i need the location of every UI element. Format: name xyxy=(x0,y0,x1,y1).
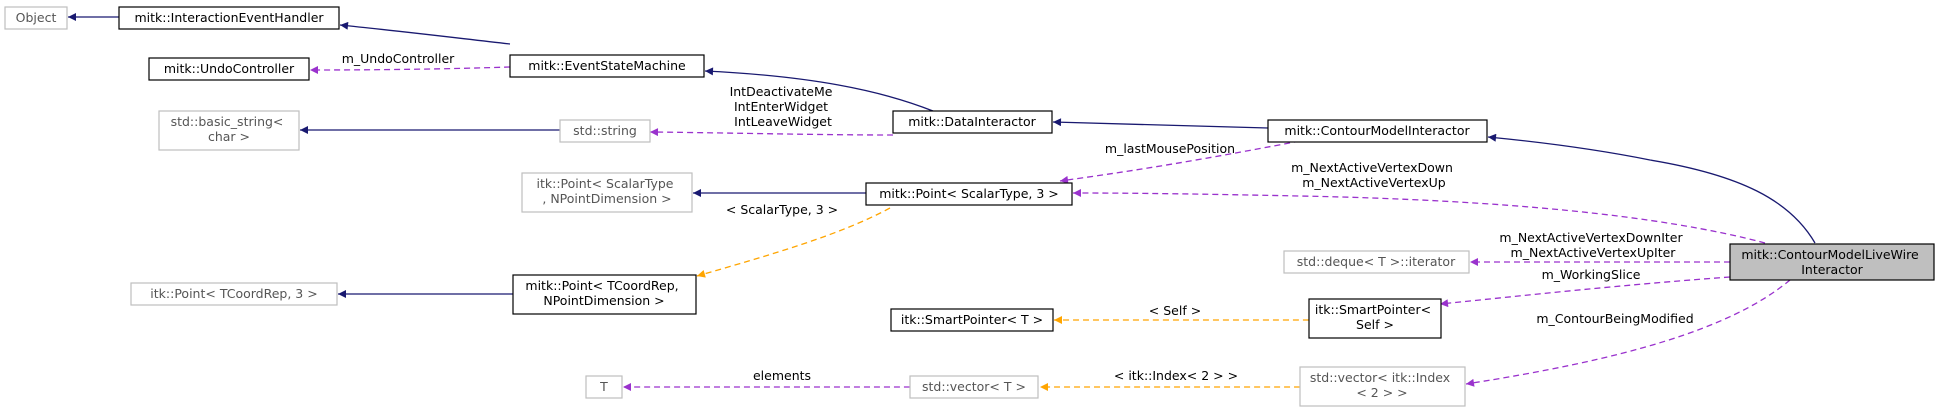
node-itk-smartpointer-t[interactable]: itk::SmartPointer< T > xyxy=(890,308,1054,332)
svg-text:itk::SmartPointer< Sel: itk::SmartPointer< Self > xyxy=(1315,302,1435,332)
edge-label-next-active-vertex-iter: m_NextActiveVertexDownIter m_NextActiveV… xyxy=(1499,230,1686,260)
node-basic-string[interactable]: std::basic_string< char > xyxy=(158,110,300,151)
svg-text:itk::Point< ScalarType: itk::Point< ScalarType , NPointDimension… xyxy=(537,176,678,206)
node-std-string[interactable]: std::string xyxy=(559,119,651,143)
svg-text:T: T xyxy=(599,379,608,394)
edge-label-last-mouse-position: m_lastMousePosition xyxy=(1105,141,1235,156)
node-deque-iterator[interactable]: std::deque< T >::iterator xyxy=(1283,250,1470,274)
node-t[interactable]: T xyxy=(585,375,623,399)
svg-text:itk::SmartPointer< T >: itk::SmartPointer< T > xyxy=(901,312,1043,327)
svg-text:mitk::Point< TCoordRep,: mitk::Point< TCoordRep, NPointDimension … xyxy=(525,278,682,308)
svg-text:std::string: std::string xyxy=(573,123,637,138)
node-itk-smartpointer-self[interactable]: itk::SmartPointer< Self > xyxy=(1308,298,1442,339)
node-interaction-event-handler[interactable]: mitk::InteractionEventHandler xyxy=(118,6,340,30)
node-object[interactable]: Object xyxy=(4,6,68,30)
edge-undocontroller-member xyxy=(309,65,511,74)
edge-interact-strings-member xyxy=(649,128,894,137)
edge-label-itk-index-2: < itk::Index< 2 > > xyxy=(1114,368,1238,383)
edge-label-elements: elements xyxy=(753,368,811,383)
nodes: Object mitk::InteractionEventHandler mit… xyxy=(4,6,1935,407)
svg-text:std::basic_string< cha: std::basic_string< char > xyxy=(171,114,288,144)
svg-text:mitk::InteractionEventHandler: mitk::InteractionEventHandler xyxy=(134,10,324,25)
edge-scalar-type-3-template xyxy=(696,207,891,278)
node-itk-point-scalar[interactable]: itk::Point< ScalarType , NPointDimension… xyxy=(521,172,693,213)
edge-datainteractor-to-eventstatemachine xyxy=(704,67,934,112)
edge-label-scalar-type-3: < ScalarType, 3 > xyxy=(726,202,838,217)
svg-text:std::vector< itk::Index: std::vector< itk::Index < 2 > > xyxy=(1310,370,1454,400)
edge-labels: m_UndoController IntDeactivateMe IntEnte… xyxy=(342,51,1694,383)
edge-label-interact-strings: IntDeactivateMe IntEnterWidget IntLeaveW… xyxy=(730,84,837,129)
edge-contourmodelinteractor-to-datainteractor xyxy=(1052,118,1269,129)
svg-text:mitk::Point< ScalarType, 3 >: mitk::Point< ScalarType, 3 > xyxy=(879,186,1059,201)
svg-text:mitk::UndoController: mitk::UndoController xyxy=(164,61,295,76)
node-std-vector-t[interactable]: std::vector< T > xyxy=(909,375,1039,399)
edge-next-active-vertex-member xyxy=(1072,189,1766,244)
svg-text:mitk::ContourModelLiveWire: mitk::ContourModelLiveWire Interactor xyxy=(1741,247,1922,277)
node-std-vector-index[interactable]: std::vector< itk::Index < 2 > > xyxy=(1299,366,1466,407)
edges xyxy=(68,13,1816,391)
edge-label-contour-being-modified: m_ContourBeingModified xyxy=(1536,311,1693,326)
svg-text:Object: Object xyxy=(16,10,57,25)
svg-text:itk::Point< TCoordRep, 3 >: itk::Point< TCoordRep, 3 > xyxy=(150,286,317,301)
svg-text:std::deque< T >::iterator: std::deque< T >::iterator xyxy=(1297,254,1456,269)
edge-eventstatemachine-to-interactioneventhandler xyxy=(339,21,511,45)
edge-label-next-active-vertex: m_NextActiveVertexDown m_NextActiveVerte… xyxy=(1291,160,1457,190)
edge-contour-being-modified-member xyxy=(1465,279,1791,387)
svg-text:std::vector< T >: std::vector< T > xyxy=(922,379,1026,394)
node-contour-model-live-wire-interactor[interactable]: mitk::ContourModelLiveWire Interactor xyxy=(1729,243,1935,281)
node-undo-controller[interactable]: mitk::UndoController xyxy=(148,57,310,81)
edge-last-mouse-position-member xyxy=(1059,140,1301,184)
svg-text:mitk::DataInteractor: mitk::DataInteractor xyxy=(908,114,1036,129)
node-itk-point-tcoord-3[interactable]: itk::Point< TCoordRep, 3 > xyxy=(130,282,338,306)
svg-text:mitk::ContourModelInteractor: mitk::ContourModelInteractor xyxy=(1284,123,1470,138)
node-event-state-machine[interactable]: mitk::EventStateMachine xyxy=(509,54,705,78)
node-mitk-point-scalar-3[interactable]: mitk::Point< ScalarType, 3 > xyxy=(865,182,1073,206)
edge-livewire-to-contourmodelinteractor xyxy=(1487,133,1816,244)
node-data-interactor[interactable]: mitk::DataInteractor xyxy=(892,110,1053,134)
node-contour-model-interactor[interactable]: mitk::ContourModelInteractor xyxy=(1267,119,1488,143)
edge-label-self: < Self > xyxy=(1149,303,1201,318)
node-mitk-point-tcoord[interactable]: mitk::Point< TCoordRep, NPointDimension … xyxy=(512,274,697,315)
edge-label-working-slice: m_WorkingSlice xyxy=(1542,267,1641,282)
edge-label-undo-controller: m_UndoController xyxy=(342,51,455,66)
edge-working-slice-member xyxy=(1439,276,1731,308)
svg-text:mitk::EventStateMachine: mitk::EventStateMachine xyxy=(528,58,686,73)
